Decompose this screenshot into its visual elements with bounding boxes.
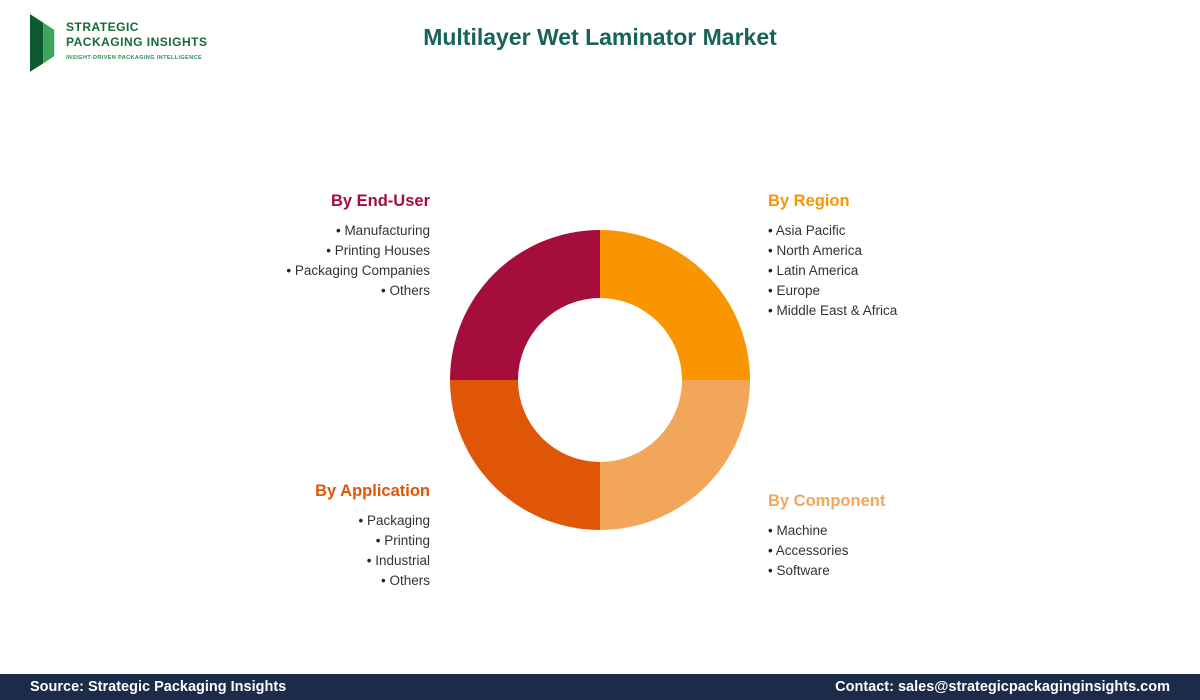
section-heading-component: By Component <box>768 492 886 510</box>
application-list: Packaging Printing Industrial Others <box>130 511 430 591</box>
section-component: By Component Machine Accessories Softwar… <box>768 492 1088 581</box>
section-heading-application: By Application <box>315 482 430 500</box>
logo-tagline: INSIGHT-DRIVEN PACKAGING INTELLIGENCE <box>66 55 203 61</box>
list-item: Printing Houses <box>130 241 430 261</box>
brand-logo: STRATEGIC PACKAGING INSIGHTS INSIGHT-DRI… <box>30 12 207 79</box>
logo-line-2: PACKAGING INSIGHTS <box>66 35 208 49</box>
list-item: Packaging Companies <box>130 261 430 281</box>
list-item: Accessories <box>768 541 1088 561</box>
section-heading-end-user: By End-User <box>330 192 430 210</box>
section-region: By Region Asia Pacific North America Lat… <box>768 192 1088 321</box>
chevron-logo-icon <box>30 12 58 79</box>
list-item: Others <box>130 281 430 301</box>
page-title: Multilayer Wet Laminator Market <box>423 24 777 50</box>
list-item: Industrial <box>130 551 430 571</box>
list-item: Manufacturing <box>130 221 430 241</box>
region-list: Asia Pacific North America Latin America… <box>768 221 1088 321</box>
footer-bar: Source: Strategic Packaging Insights Con… <box>0 674 1200 700</box>
list-item: Asia Pacific <box>768 221 1088 241</box>
list-item: Packaging <box>130 511 430 531</box>
donut-chart-wrap <box>450 230 750 530</box>
list-item: Middle East & Africa <box>768 301 1088 321</box>
list-item: North America <box>768 241 1088 261</box>
list-item: Latin America <box>768 261 1088 281</box>
list-item: Others <box>130 571 430 591</box>
component-list: Machine Accessories Software <box>768 521 1088 581</box>
section-application: By Application Packaging Printing Indust… <box>130 482 430 591</box>
footer-contact: Contact: sales@strategicpackaginginsight… <box>835 679 1170 695</box>
donut-hole <box>518 298 682 462</box>
logo-line-1: STRATEGIC <box>66 20 139 34</box>
logo-text: STRATEGIC PACKAGING INSIGHTS INSIGHT-DRI… <box>66 12 207 61</box>
list-item: Europe <box>768 281 1088 301</box>
list-item: Printing <box>130 531 430 551</box>
end-user-list: Manufacturing Printing Houses Packaging … <box>130 221 430 301</box>
section-heading-region: By Region <box>768 192 850 210</box>
section-end-user: By End-User Manufacturing Printing House… <box>130 192 430 301</box>
list-item: Machine <box>768 521 1088 541</box>
footer-source: Source: Strategic Packaging Insights <box>30 679 287 695</box>
list-item: Software <box>768 561 1088 581</box>
